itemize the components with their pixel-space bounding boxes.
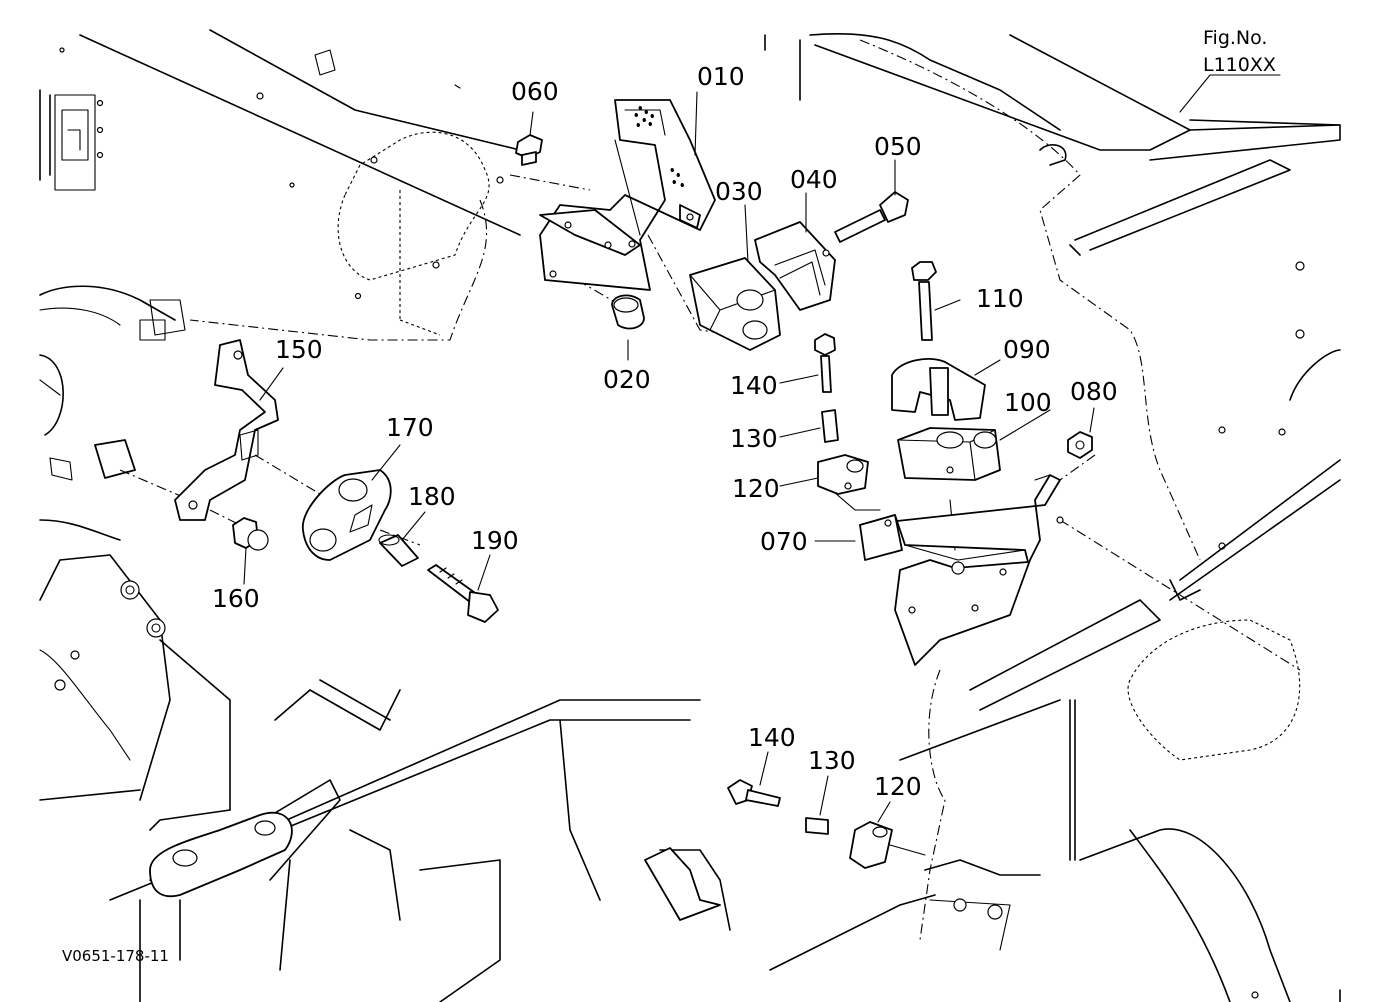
part-140-bolt-upper [814,333,836,393]
part-110-bolt [911,261,937,341]
callout-080: 080 [1070,377,1118,406]
part-020-bolt [611,294,645,330]
callout-120-upper: 120 [732,474,780,503]
part-140-bolt-lower [727,779,781,807]
callout-130-upper: 130 [730,424,778,453]
drawing-code: V0651-178-11 [62,947,169,965]
callout-150: 150 [275,335,323,364]
part-170-clamp [302,469,392,561]
part-050-bolt [834,191,909,243]
part-080-bolt [1067,431,1093,459]
callout-120-lower: 120 [874,772,922,801]
callout-050: 050 [874,132,922,161]
part-150-bracket [174,339,279,521]
part-030-clamp-block [689,257,781,351]
callout-010: 010 [697,62,745,91]
fig-no-label: Fig.No. [1203,27,1267,49]
callout-180: 180 [408,482,456,511]
background-structure [39,29,1341,1002]
callout-140-upper: 140 [730,371,778,400]
callout-170: 170 [386,413,434,442]
callout-140-lower: 140 [748,723,796,752]
callout-160: 160 [212,584,260,613]
part-130-collar-lower [805,817,829,835]
callout-190: 190 [471,526,519,555]
part-190-bolt [427,564,499,623]
part-090-clamp-cover [891,358,986,421]
part-120-clamp-upper [817,454,869,495]
part-100-clamp-block [897,427,1001,481]
part-070-bracket [859,474,1064,666]
callout-130-lower: 130 [808,746,856,775]
callout-070: 070 [760,527,808,556]
callout-020: 020 [603,365,651,394]
callout-110: 110 [976,284,1024,313]
part-060-bolt [515,134,543,166]
callout-090: 090 [1003,335,1051,364]
part-130-collar-upper [821,409,839,443]
part-180-collar [378,534,419,567]
part-010-bracket [539,99,716,291]
leader-lines [243,74,1281,823]
callout-030: 030 [715,177,763,206]
callout-labels: 010 020 030 040 050 060 070 080 090 100 … [212,62,1118,801]
callout-100: 100 [1004,388,1052,417]
fig-number: L110XX [1203,54,1276,76]
callout-060: 060 [511,77,559,106]
part-160-bolt [232,517,269,551]
figure-identifiers: Fig.No. L110XX V0651-178-11 [62,27,1276,965]
part-120-clamp-lower [849,821,893,869]
callout-040: 040 [790,165,838,194]
